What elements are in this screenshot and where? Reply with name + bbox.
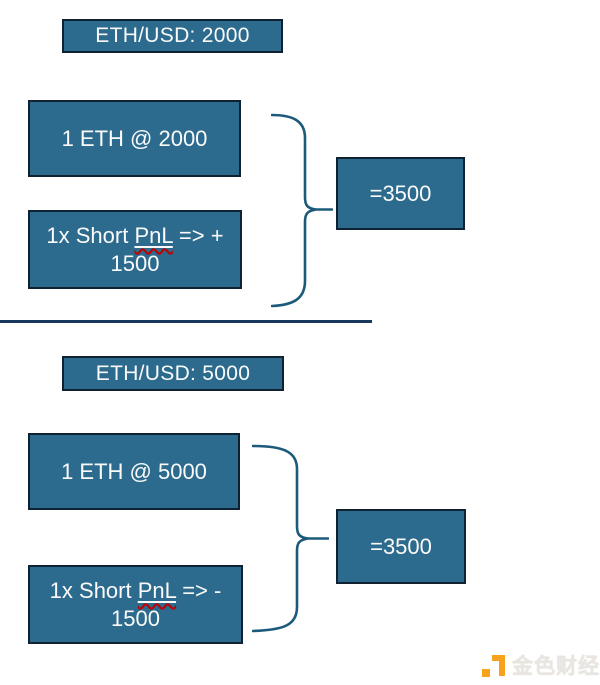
- short-pnl-line1: 1x Short PnL => +: [46, 222, 223, 250]
- watermark-text: 金色财经: [512, 655, 600, 678]
- result-box-1: =3500: [336, 157, 465, 230]
- short-pnl-line1: 1x Short PnL => -: [50, 577, 222, 605]
- watermark: 金色财经: [482, 650, 600, 680]
- short-prefix-text: 1x Short: [46, 223, 129, 248]
- short-pnl-amount: 1500: [110, 250, 160, 276]
- short-pnl-amount: 1500: [111, 605, 160, 631]
- curly-brace-2: [252, 444, 329, 633]
- short-suffix-text: => +: [178, 223, 224, 248]
- pnl-word: PnL: [134, 223, 173, 248]
- price-header-box-2: ETH/USD: 5000: [62, 356, 284, 391]
- spot-position-box-1: 1 ETH @ 2000: [28, 100, 241, 177]
- pnl-word: PnL: [137, 578, 177, 603]
- spot-position-box-2: 1 ETH @ 5000: [28, 433, 240, 510]
- jinse-logo-icon: [482, 654, 505, 677]
- curly-brace-1: [271, 113, 333, 308]
- short-pnl-box-1: 1x Short PnL => + 1500: [28, 210, 242, 289]
- result-box-2: =3500: [336, 509, 466, 584]
- price-header-box-1: ETH/USD: 2000: [62, 19, 283, 53]
- short-prefix-text: 1x Short: [49, 578, 132, 603]
- section-divider-line: [0, 320, 372, 323]
- short-pnl-box-2: 1x Short PnL => - 1500: [28, 565, 243, 644]
- short-suffix-text: => -: [182, 578, 222, 603]
